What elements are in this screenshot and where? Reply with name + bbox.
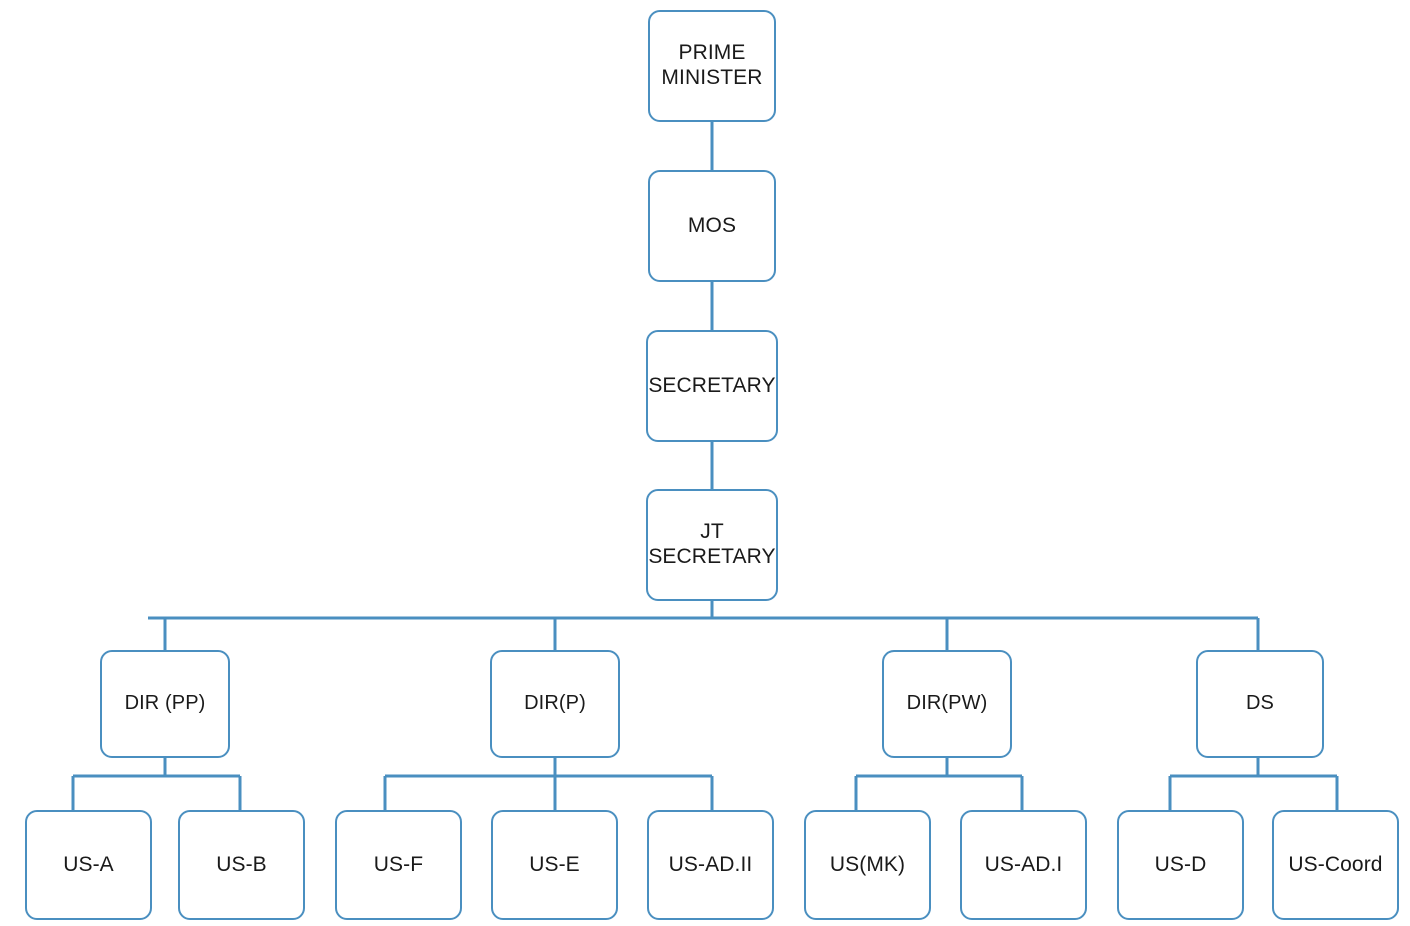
node-us-b-label: US-B <box>216 852 267 876</box>
node-us-mk[interactable]: US(MK) <box>804 810 931 920</box>
node-dir-pw-label: DIR(PW) <box>906 692 988 715</box>
node-jt-secretary-label: JT SECRETARY <box>648 520 776 568</box>
node-dir-p-label: DIR(P) <box>524 692 586 715</box>
node-us-ad-ii-label: US-AD.II <box>668 852 753 876</box>
node-dir-pp-label: DIR (PP) <box>124 692 206 715</box>
node-us-e[interactable]: US-E <box>491 810 618 920</box>
node-dir-p[interactable]: DIR(P) <box>490 650 620 758</box>
node-mos[interactable]: MOS <box>648 170 776 282</box>
node-ds[interactable]: DS <box>1196 650 1324 758</box>
node-us-f[interactable]: US-F <box>335 810 462 920</box>
node-dir-pw[interactable]: DIR(PW) <box>882 650 1012 758</box>
node-us-ad-ii[interactable]: US-AD.II <box>647 810 774 920</box>
node-secretary[interactable]: SECRETARY <box>646 330 778 442</box>
node-us-coord-label: US-Coord <box>1288 852 1383 876</box>
node-us-ad-i[interactable]: US-AD.I <box>960 810 1087 920</box>
node-secretary-label: SECRETARY <box>648 373 776 397</box>
node-jt-secretary[interactable]: JT SECRETARY <box>646 489 778 601</box>
node-us-b[interactable]: US-B <box>178 810 305 920</box>
node-us-f-label: US-F <box>373 852 424 876</box>
node-prime-minister[interactable]: PRIME MINISTER <box>648 10 776 122</box>
node-us-a[interactable]: US-A <box>25 810 152 920</box>
node-us-ad-i-label: US-AD.I <box>984 852 1063 876</box>
node-prime-minister-label: PRIME MINISTER <box>661 41 763 89</box>
node-dir-pp[interactable]: DIR (PP) <box>100 650 230 758</box>
node-us-e-label: US-E <box>529 852 580 876</box>
node-us-d[interactable]: US-D <box>1117 810 1244 920</box>
node-mos-label: MOS <box>687 213 737 237</box>
node-us-coord[interactable]: US-Coord <box>1272 810 1399 920</box>
node-us-d-label: US-D <box>1154 852 1207 876</box>
node-us-mk-label: US(MK) <box>829 852 906 876</box>
node-ds-label: DS <box>1246 692 1274 715</box>
node-us-a-label: US-A <box>63 852 114 876</box>
